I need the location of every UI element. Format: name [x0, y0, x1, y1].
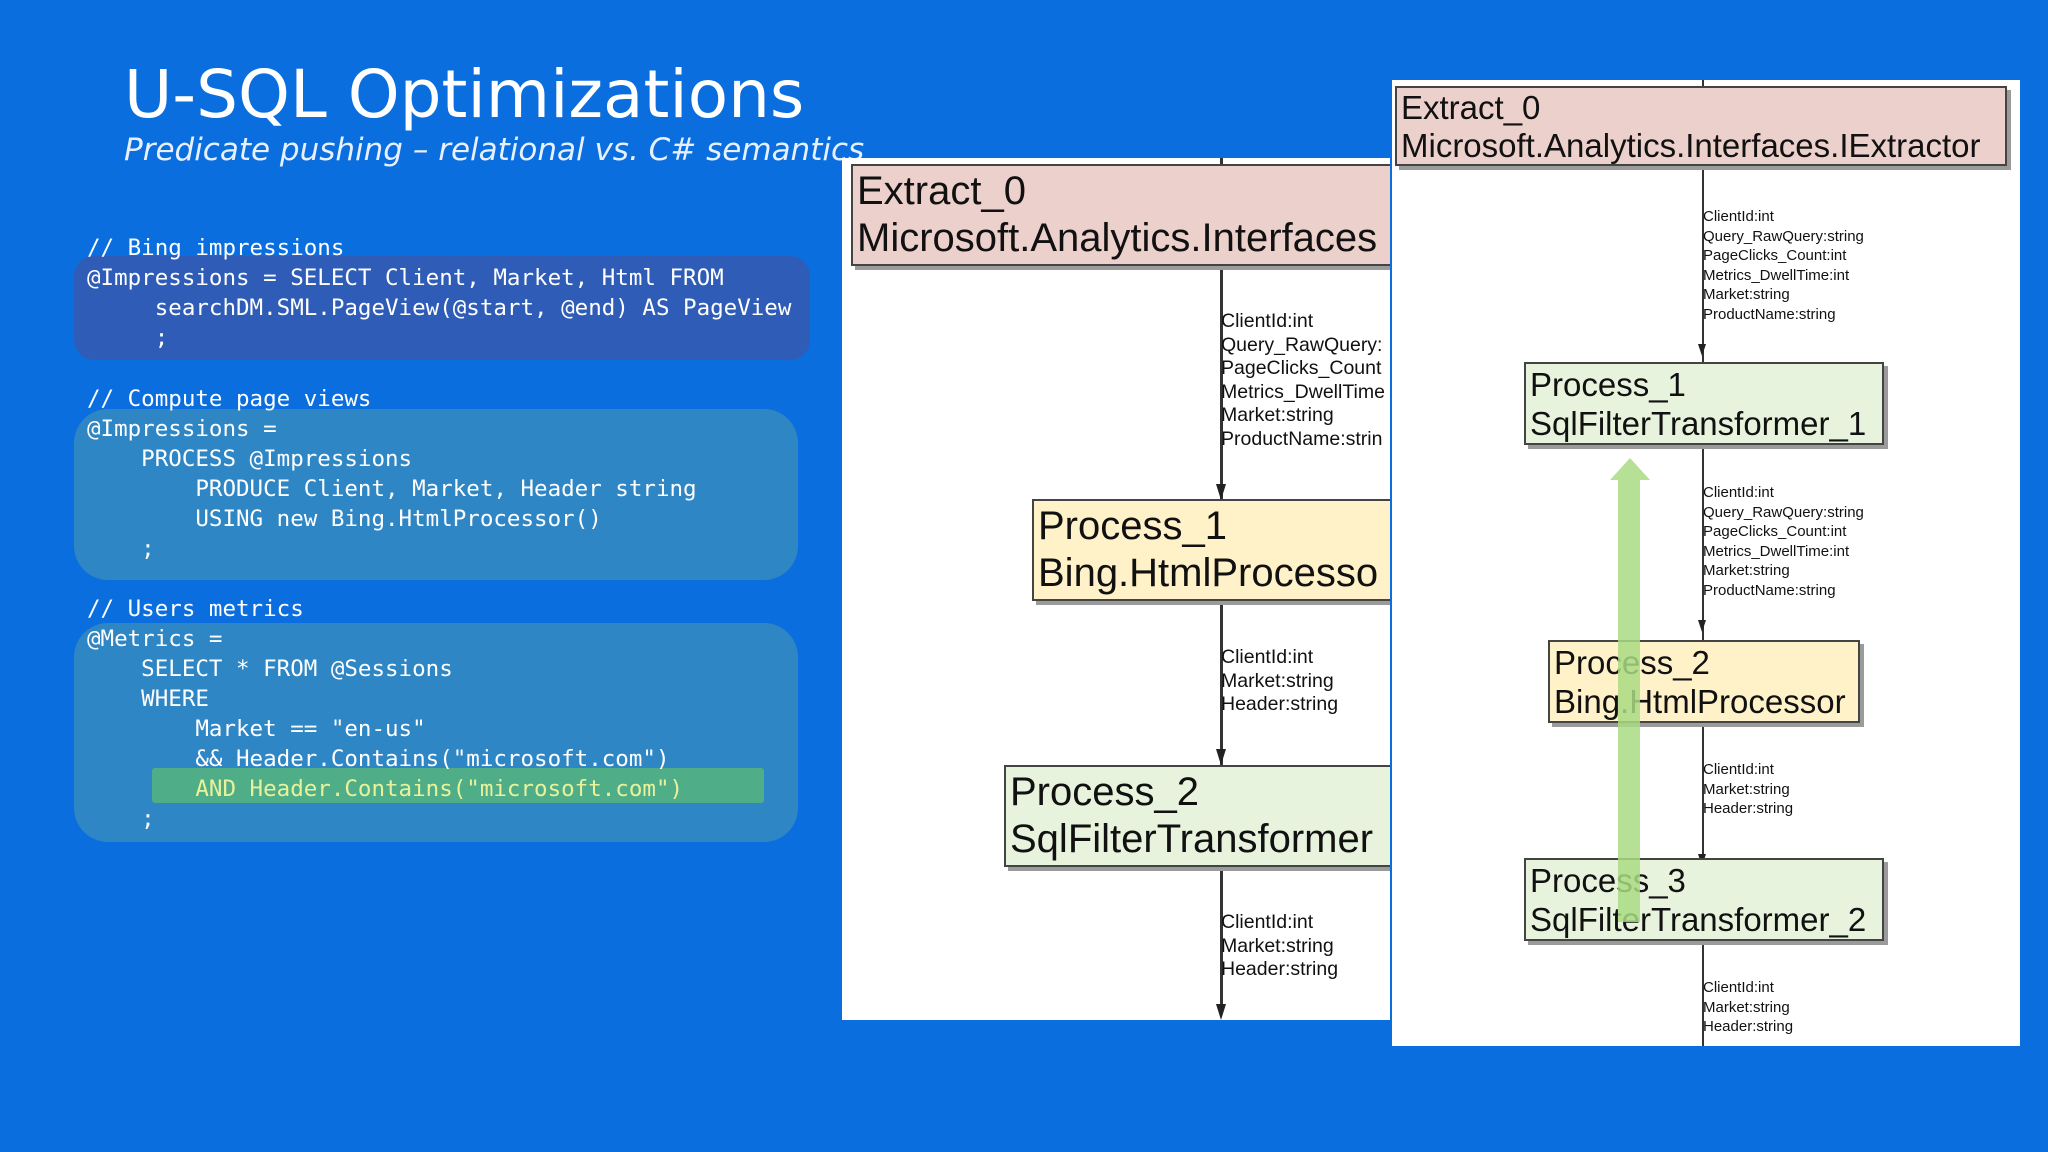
code-comment: // Bing impressions: [87, 235, 345, 261]
schema-process-2-output: ClientId:int Market:string Header:string: [1221, 911, 1339, 981]
plan-node-extract-0: Extract_0 Microsoft.Analytics.Interfaces: [851, 164, 1390, 266]
code-comment: // Compute page views: [87, 386, 372, 412]
code-line: @Metrics =: [87, 626, 223, 652]
slide-title: U-SQL Optimizations: [124, 56, 805, 133]
code-line: WHERE: [87, 686, 209, 712]
schema-process-2-output: ClientId:int Market:string Header:string: [1703, 761, 1794, 818]
schema-extract-output: ClientId:int Query_RawQuery: PageClicks_…: [1221, 310, 1385, 450]
edge-arrowhead: [1216, 749, 1226, 765]
schema-process-1-output: ClientId:int Query_RawQuery:string PageC…: [1703, 484, 1864, 599]
code-line: ;: [87, 536, 155, 562]
plan-node-process-1-filter: Process_1 SqlFilterTransformer_1: [1524, 362, 1884, 445]
code-line: PROCESS @Impressions: [87, 446, 413, 472]
plan-node-process-2: Process_2 SqlFilterTransformer: [1004, 765, 1390, 867]
pushdown-arrow-up-icon: [1610, 458, 1650, 480]
edge-arrowhead: [1698, 344, 1706, 356]
code-line: @Impressions = SELECT Client, Market, Ht…: [87, 265, 724, 291]
plan-node-process-1: Process_1 Bing.HtmlProcesso: [1032, 499, 1390, 601]
plan-node-process-3-filter: Process_3 SqlFilterTransformer_2: [1524, 858, 1884, 941]
schema-process-1-output: ClientId:int Market:string Header:string: [1221, 646, 1339, 716]
schema-extract-output: ClientId:int Query_RawQuery:string PageC…: [1703, 208, 1864, 323]
edge-arrowhead: [1216, 484, 1226, 500]
code-block-compute-page-views: // Compute page views @Impressions = PROC…: [87, 384, 697, 564]
edge-line: [1702, 80, 1704, 1046]
code-line: searchDM.SML.PageView(@start, @end) AS P…: [87, 295, 792, 321]
code-highlight-users-metrics: [74, 623, 798, 842]
plan-node-process-2: Process_2 Bing.HtmlProcessor: [1548, 640, 1860, 723]
edge-arrowhead: [1216, 1004, 1226, 1020]
code-line: ;: [87, 325, 169, 351]
pushdown-arrow-shaft: [1618, 480, 1640, 922]
code-comment: // Users metrics: [87, 596, 304, 622]
code-line: Market == "en-us": [87, 716, 426, 742]
schema-process-3-output: ClientId:int Market:string Header:string: [1703, 979, 1794, 1036]
edge-arrowhead: [1698, 620, 1706, 632]
code-block-bing-impressions: // Bing impressions @Impressions = SELECT…: [87, 233, 791, 353]
code-highlight-bing-impressions: [74, 256, 810, 360]
query-plan-after: Extract_0 Microsoft.Analytics.Interfaces…: [1392, 80, 2020, 1046]
query-plan-before: Extract_0 Microsoft.Analytics.Interfaces…: [842, 158, 1390, 1020]
code-line: @Impressions =: [87, 416, 277, 442]
code-line: USING new Bing.HtmlProcessor(): [87, 506, 602, 532]
code-line: ;: [87, 806, 155, 832]
code-line: SELECT * FROM @Sessions: [87, 656, 453, 682]
code-line: && Header.Contains("microsoft.com"): [87, 746, 670, 772]
plan-node-extract-0: Extract_0 Microsoft.Analytics.Interfaces…: [1395, 86, 2007, 166]
code-block-users-metrics: // Users metrics @Metrics = SELECT * FROM…: [87, 594, 683, 834]
code-line-highlighted: AND Header.Contains("microsoft.com"): [87, 776, 684, 802]
slide-subtitle: Predicate pushing – relational vs. C# se…: [124, 132, 865, 168]
code-highlight-compute-page-views: [74, 409, 798, 580]
code-line: PRODUCE Client, Market, Header string: [87, 476, 697, 502]
code-highlight-pushed-predicate: [152, 768, 764, 803]
